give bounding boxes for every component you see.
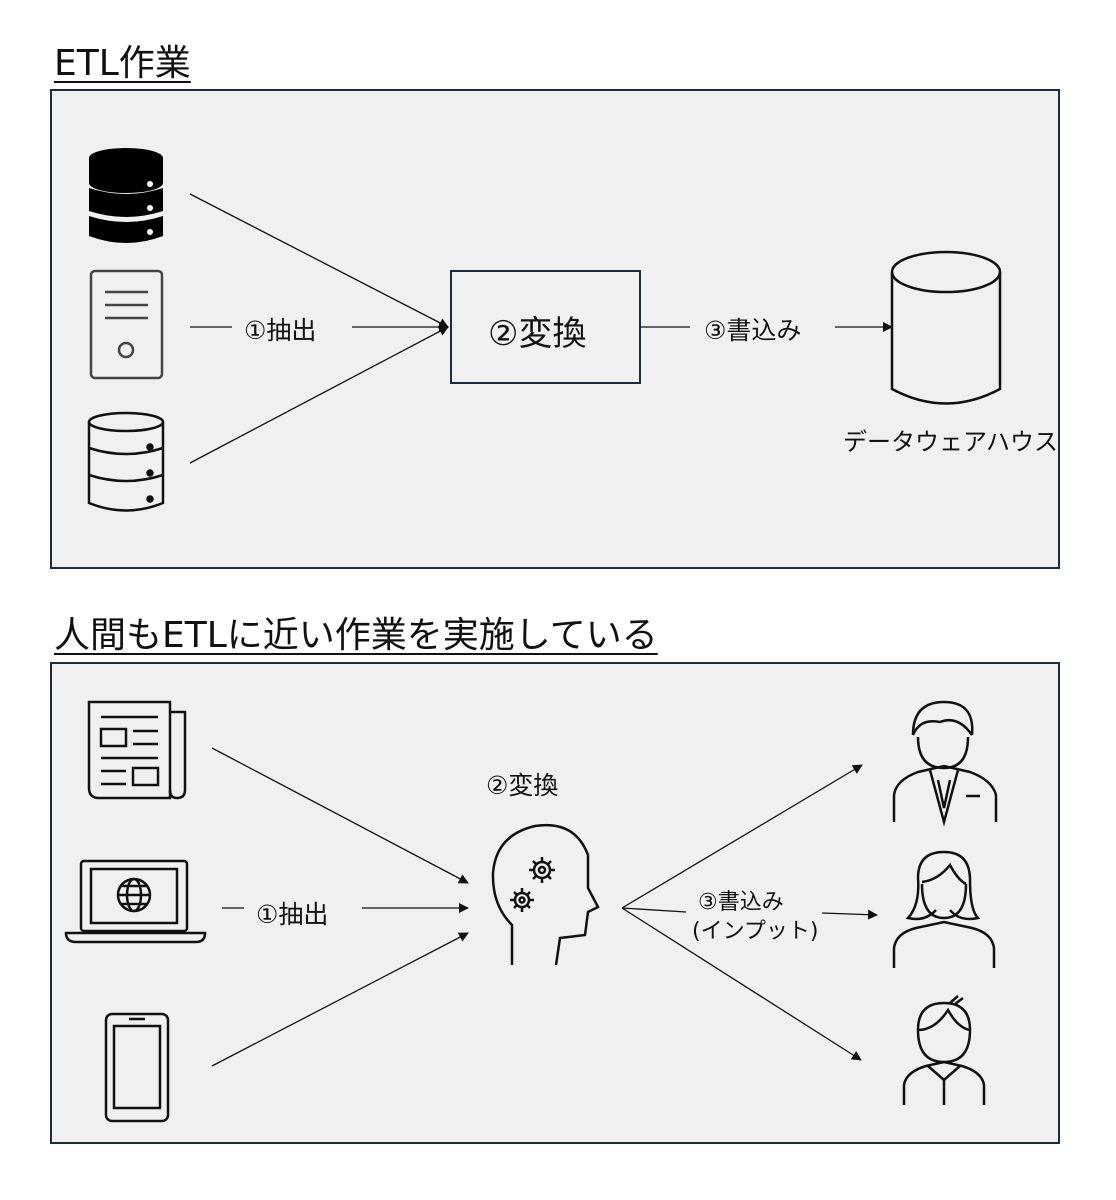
woman-icon [892, 850, 996, 968]
brain-gears-icon [491, 823, 600, 966]
section1-title: ETL作業 [54, 43, 191, 84]
server-tower-icon [89, 269, 164, 380]
transform-box [450, 270, 641, 384]
young-man-icon [902, 995, 986, 1105]
extract-label: ①抽出 [244, 311, 317, 347]
section2-title: 人間もETLに近い作業を実施している [54, 615, 658, 656]
human-transform-label: ②変換 [486, 771, 559, 800]
load-label: ③書込み [704, 311, 802, 347]
gear-icon-small [510, 888, 534, 912]
gear-icon-large [529, 857, 555, 883]
human-load-arrows [621, 764, 878, 1061]
human-extract-arrows [211, 747, 469, 1067]
database-dark-icon [89, 148, 163, 243]
smartphone-icon [104, 1012, 170, 1123]
warehouse-cylinder-icon [890, 250, 1002, 405]
transform-label: ②変換 [488, 314, 587, 354]
human-load-label: ③書込み [698, 884, 784, 916]
human-load-sub-label: (インプット) [692, 913, 819, 945]
newspaper-icon [87, 700, 187, 800]
laptop-globe-icon [64, 859, 207, 944]
warehouse-label: データウェアハウス [843, 428, 1059, 456]
database-outline-icon [87, 411, 165, 512]
extract-arrows [189, 193, 449, 464]
human-extract-label: ①抽出 [256, 895, 329, 931]
businessman-icon [892, 700, 998, 827]
